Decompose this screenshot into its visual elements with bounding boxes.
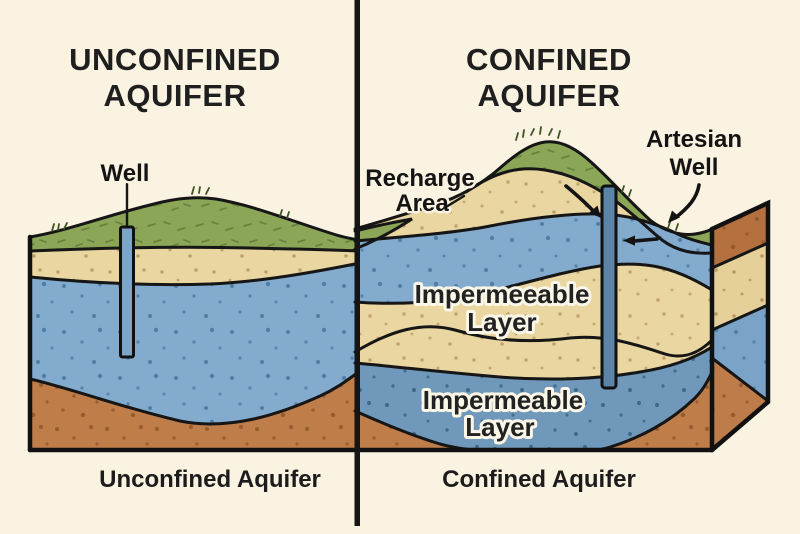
grass-tufts — [51, 186, 290, 232]
impermeable-upper-label-line2: Layer — [467, 307, 536, 337]
artesian-well-arrow — [673, 183, 701, 220]
right-title-line2: AQUIFER — [478, 78, 621, 113]
unconfined-panel — [28, 182, 362, 450]
left-title-line1: UNCONFINED — [69, 42, 281, 77]
artesian-label-line2: Well — [670, 154, 719, 181]
confined-panel — [353, 126, 714, 452]
impermeable-lower-label-line1: Impermeable — [423, 385, 583, 415]
impermeable-lower-label-line2: Layer — [465, 412, 534, 442]
block-side-face — [709, 199, 771, 453]
grass-tufts — [515, 126, 679, 231]
recharge-label-line1: Recharge — [365, 165, 474, 192]
recharge-label-line2: Area — [395, 190, 449, 217]
well-label: Well — [101, 160, 150, 187]
recharge-leader-line — [444, 194, 466, 209]
right-title-line1: CONFINED — [466, 42, 632, 77]
artesian-well-arrow-head — [668, 210, 680, 223]
flow-arrow-left — [632, 237, 659, 243]
divider-line — [354, 0, 360, 526]
artesian-label-line1: Artesian — [646, 126, 742, 153]
artesian-well-pipe — [600, 184, 618, 390]
well-pipe — [119, 225, 135, 359]
right-caption: Confined Aquifer — [442, 466, 636, 493]
impermeable-upper-label-line1: Impermeeable — [415, 279, 590, 309]
left-caption: Unconfined Aquifer — [99, 466, 321, 493]
left-title-line2: AQUIFER — [104, 78, 247, 113]
flow-arrow-left-head — [623, 235, 635, 246]
flow-arrow-down-right-head — [589, 205, 601, 218]
